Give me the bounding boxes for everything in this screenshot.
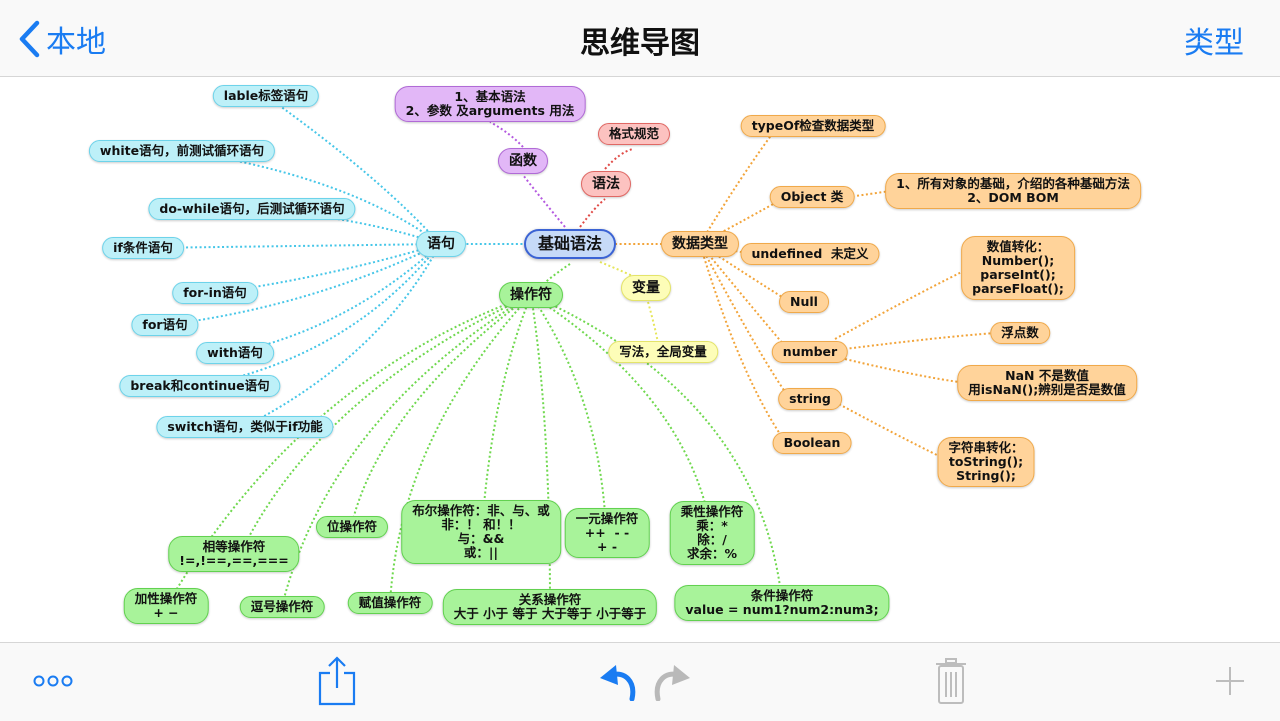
node-object-note[interactable]: 1、所有对象的基础，介绍的各种基础方法 2、DOM BOM <box>885 173 1141 209</box>
add-button[interactable] <box>1214 665 1246 701</box>
mindmap-canvas[interactable]: 基础语法 语句 lable标签语句 white语句，前测试循环语句 do-whi… <box>0 77 1280 642</box>
node-shujuleixing-child[interactable]: undefined 未定义 <box>740 243 880 265</box>
node-yuju-child[interactable]: if条件语句 <box>102 237 184 259</box>
node-yuju-child[interactable]: break和continue语句 <box>119 375 281 397</box>
node-yuju-child[interactable]: with语句 <box>196 342 274 364</box>
node-yufa[interactable]: 语法 <box>581 171 631 197</box>
node-caozuofu[interactable]: 操作符 <box>499 282 563 308</box>
node-caozuofu-child[interactable]: 布尔操作符：非、与、或 非：！ 和！！ 与：&& 或：|| <box>401 500 561 564</box>
node-number-note[interactable]: 浮点数 <box>990 322 1050 344</box>
node-yuju-child[interactable]: for-in语句 <box>172 282 258 304</box>
node-yuju-child[interactable]: for语句 <box>131 314 199 336</box>
bottom-toolbar <box>0 642 1280 721</box>
node-caozuofu-child[interactable]: 相等操作符 !=,!==,==,=== <box>168 536 300 572</box>
node-caozuofu-child[interactable]: 逗号操作符 <box>239 596 325 618</box>
node-hanshu-note[interactable]: 1、基本语法 2、参数 及arguments 用法 <box>394 86 586 122</box>
share-button[interactable] <box>318 655 356 711</box>
navigation-bar: 本地 思维导图 类型 <box>0 0 1280 77</box>
redo-icon <box>654 665 690 702</box>
node-shujuleixing-child[interactable]: string <box>778 388 842 410</box>
back-button[interactable]: 本地 <box>18 18 106 60</box>
node-caozuofu-child[interactable]: 赋值操作符 <box>347 592 433 614</box>
node-bianliang-child[interactable]: 写法，全局变量 <box>608 341 718 363</box>
node-yuju-child[interactable]: white语句，前测试循环语句 <box>88 140 276 162</box>
node-yuju[interactable]: 语句 <box>416 231 466 257</box>
node-caozuofu-child[interactable]: 关系操作符 大于 小于 等于 大于等于 小于等于 <box>442 589 658 625</box>
node-hanshu[interactable]: 函数 <box>498 148 548 174</box>
page-title: 思维导图 <box>580 26 700 61</box>
node-caozuofu-child[interactable]: 条件操作符 value = num1?num2:num3; <box>674 585 890 621</box>
share-icon <box>318 656 356 706</box>
node-shujuleixing-child[interactable]: Object 类 <box>769 186 855 208</box>
trash-icon <box>936 658 966 704</box>
node-caozuofu-child[interactable]: 加性操作符 + − <box>123 588 209 624</box>
node-number-note[interactable]: NaN 不是数值 用isNaN();辨别是否是数值 <box>957 365 1137 401</box>
add-icon <box>1216 667 1244 695</box>
node-yuju-child[interactable]: do-while语句，后测试循环语句 <box>148 198 356 220</box>
node-shujuleixing-child[interactable]: Null <box>779 291 829 313</box>
back-label: 本地 <box>46 25 106 60</box>
node-caozuofu-child[interactable]: 一元操作符 ++ - - + - <box>564 508 650 558</box>
node-bianliang[interactable]: 变量 <box>621 275 671 301</box>
node-number-note[interactable]: 数值转化： Number(); parseInt(); parseFloat()… <box>961 236 1075 300</box>
node-yuju-child[interactable]: switch语句，类似于if功能 <box>156 416 334 438</box>
node-yufa-child[interactable]: 格式规范 <box>597 123 671 145</box>
node-caozuofu-child[interactable]: 乘性操作符 乘：* 除：/ 求余：% <box>669 501 755 565</box>
node-shujuleixing[interactable]: 数据类型 <box>661 231 739 257</box>
node-yuju-child[interactable]: lable标签语句 <box>212 85 320 107</box>
node-shujuleixing-child[interactable]: Boolean <box>772 432 852 454</box>
root-node[interactable]: 基础语法 <box>523 229 617 259</box>
more-button[interactable] <box>32 671 74 695</box>
delete-button[interactable] <box>934 657 968 709</box>
node-caozuofu-child[interactable]: 位操作符 <box>315 516 389 538</box>
node-shujuleixing-child[interactable]: typeOf检查数据类型 <box>740 115 886 137</box>
more-icon <box>33 675 73 687</box>
node-shujuleixing-child[interactable]: number <box>771 341 849 363</box>
chevron-left-icon <box>19 20 40 58</box>
redo-button[interactable] <box>650 661 692 705</box>
node-string-note[interactable]: 字符串转化： toString(); String(); <box>937 437 1035 487</box>
type-button[interactable]: 类型 <box>1184 26 1244 61</box>
undo-button[interactable] <box>598 661 640 705</box>
undo-icon <box>600 665 636 702</box>
